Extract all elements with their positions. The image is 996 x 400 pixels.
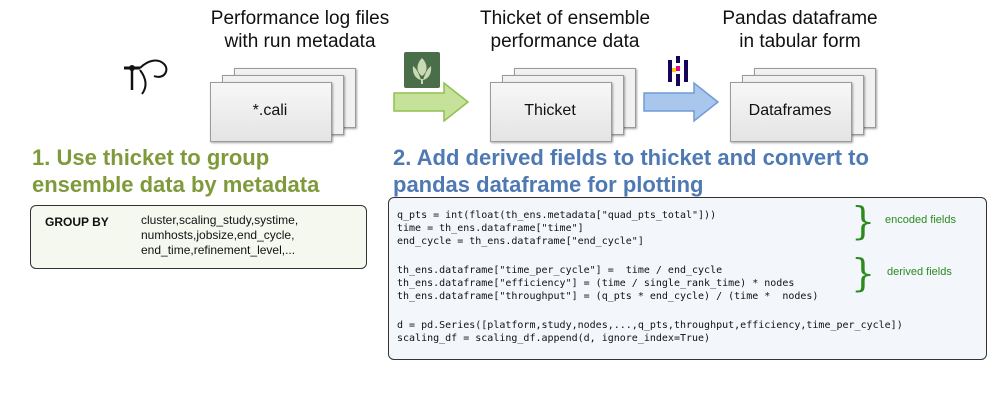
stage3-title-line2: in tabular form [739,31,861,52]
stage2-title-line2: performance data [490,31,640,52]
groupby-box: GROUP BY cluster,scaling_study,systime, … [30,205,367,269]
code-box: q_pts = int(float(th_ens.metadata["quad_… [388,197,987,360]
pandas-logo-icon [668,56,688,86]
step2-heading: 2. Add derived fields to thicket and con… [393,144,983,198]
step2-line2: pandas dataframe for plotting [393,172,704,197]
step2-line1: 2. Add derived fields to thicket and con… [393,145,869,170]
step1-line2: ensemble data by metadata [32,172,320,197]
step1-line1: 1. Use thicket to group [32,145,270,170]
green-arrow [393,81,470,123]
groupby-line: numhosts,jobsize,end_cycle, [141,228,295,242]
code-line: th_ens.dataframe["throughput"] = (q_pts … [397,291,819,302]
thicket-logo-icon [404,52,440,88]
caliper-icon [124,59,168,95]
stage1-title: Performance log files with run metadata [180,7,420,53]
step1-heading: 1. Use thicket to group ensemble data by… [32,144,382,198]
code-line: end_cycle = th_ens.dataframe["end_cycle"… [397,236,644,247]
derived-brace-icon: } [851,251,876,295]
derived-fields-label: derived fields [887,266,952,278]
groupby-line: end_time,refinement_level,... [141,243,296,257]
code-line: q_pts = int(float(th_ens.metadata["quad_… [397,210,717,221]
stage1-title-line1: Performance log files [210,8,390,29]
dataframes-stack: Dataframes [730,68,880,158]
code-line: th_ens.dataframe["efficiency"] = (time /… [397,278,795,289]
code-line: scaling_df = scaling_df.append(d, ignore… [397,333,711,344]
stage3-title: Pandas dataframe in tabular form [700,7,900,53]
code-line: th_ens.dataframe["time_per_cycle"] = tim… [397,265,723,276]
dataframes-label: Dataframes [748,102,832,119]
thicket-stack: Thicket [490,68,640,158]
code-line: d = pd.Series([platform,study,nodes,...,… [397,320,903,331]
encoded-brace-icon: } [851,199,876,243]
stage3-title-line1: Pandas dataframe [722,8,878,29]
encoded-fields-label: encoded fields [885,214,956,226]
stage2-title: Thicket of ensemble performance data [455,7,675,53]
code-line: time = th_ens.dataframe["time"] [397,223,584,234]
groupby-fields: cluster,scaling_study,systime, numhosts,… [141,213,356,258]
cali-files-stack: *.cali [210,68,360,158]
thicket-label: Thicket [524,102,576,119]
cali-files-label: *.cali [252,102,288,119]
stage2-title-line1: Thicket of ensemble [479,8,651,29]
groupby-line: cluster,scaling_study,systime, [141,213,299,227]
blue-arrow [643,81,720,123]
stage1-title-line2: with run metadata [224,31,376,52]
groupby-key: GROUP BY [45,215,109,229]
